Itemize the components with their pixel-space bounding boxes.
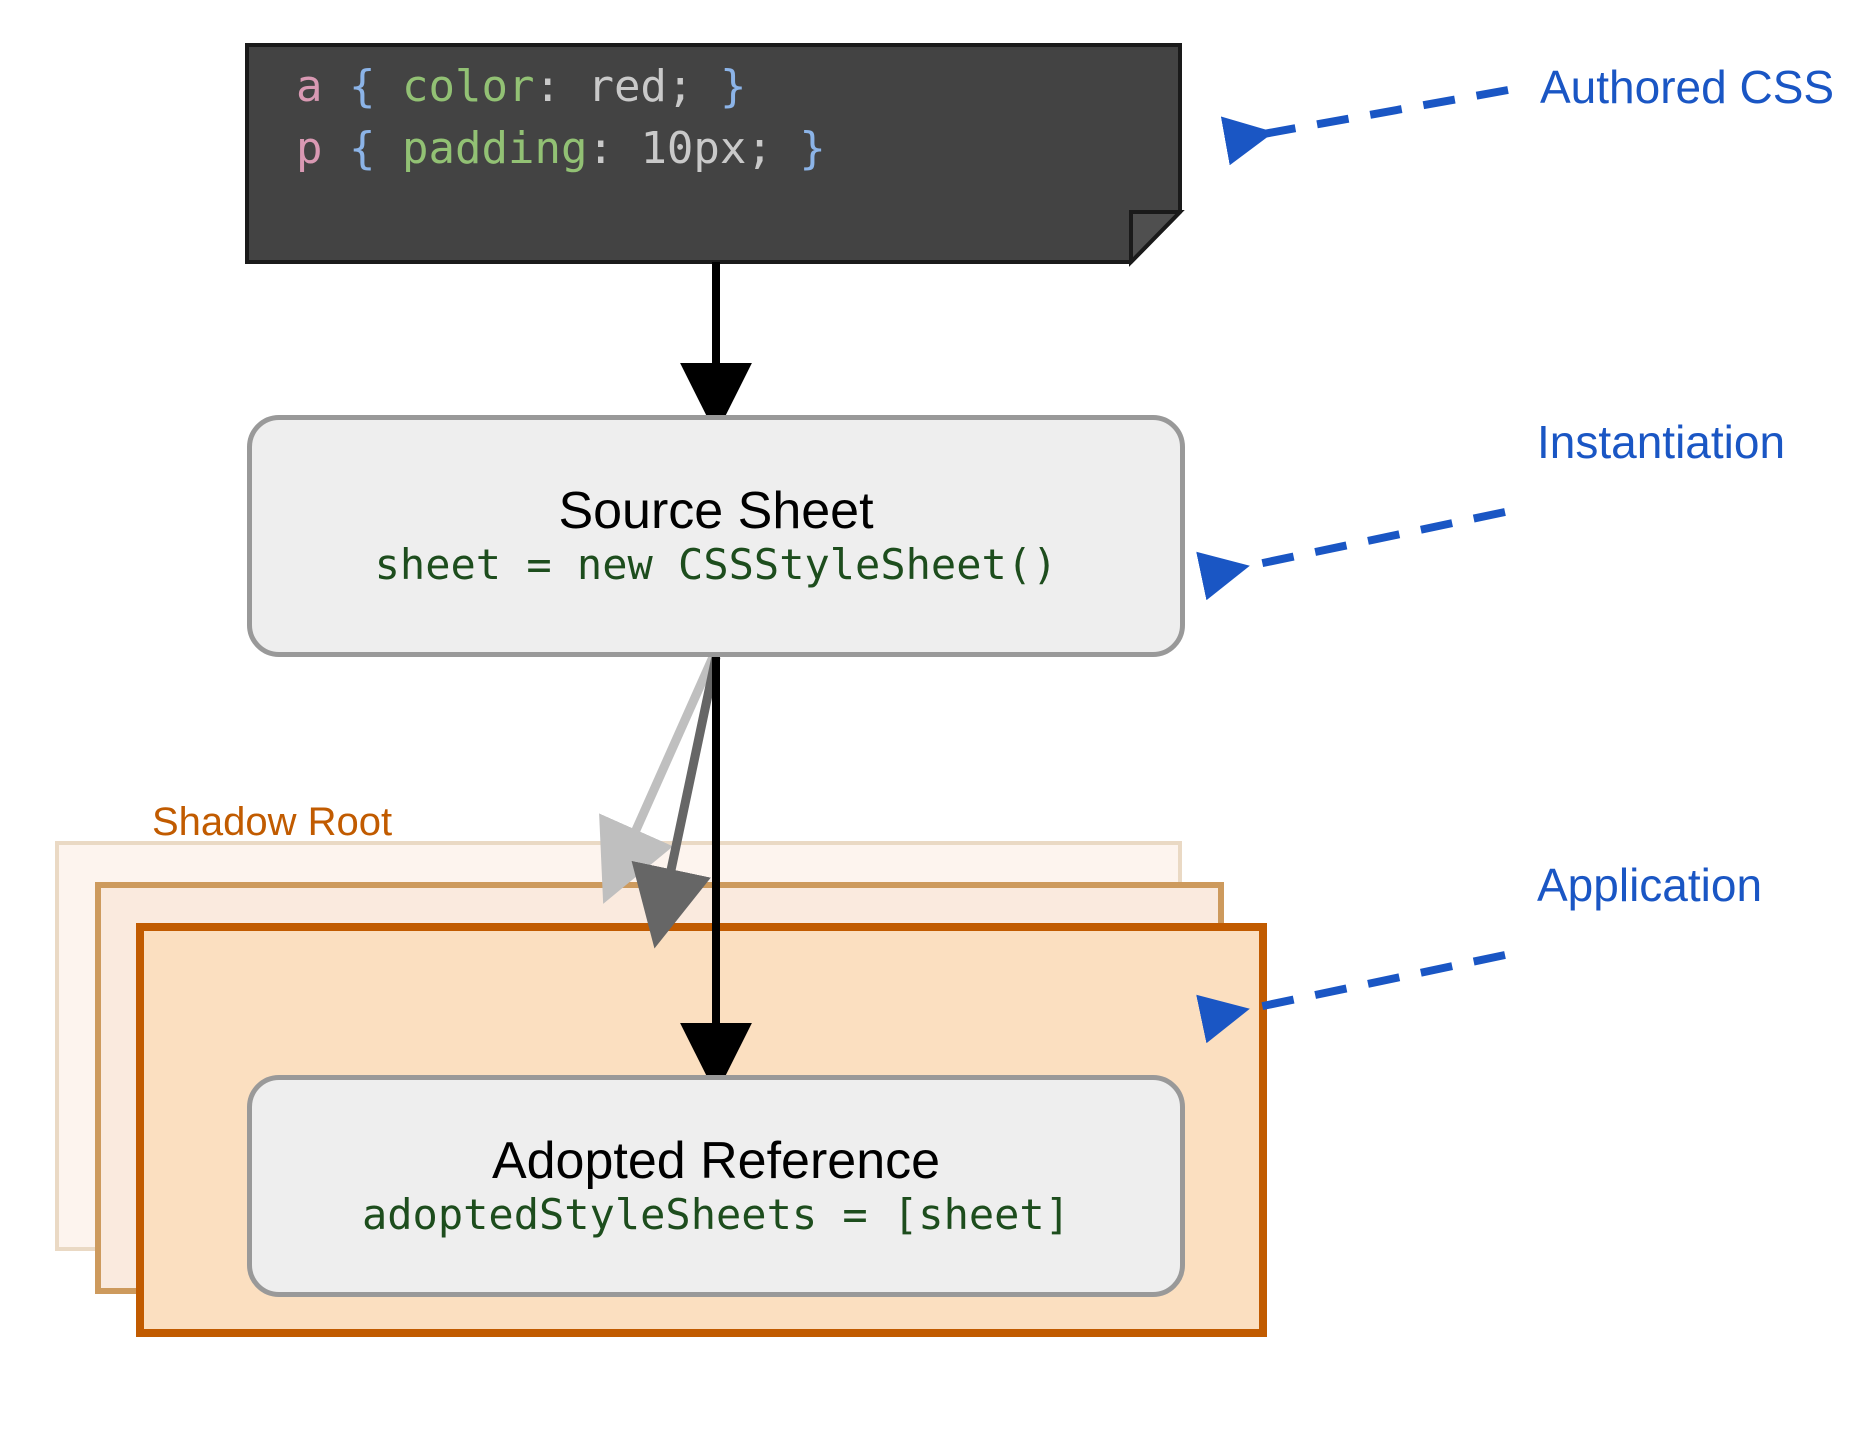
annotation-leader-authored-css: [1220, 86, 1509, 166]
css-open-brace: {: [349, 123, 376, 174]
source-sheet-code: sheet = new CSSStyleSheet(): [374, 540, 1058, 590]
css-property: padding: [402, 123, 588, 174]
css-colon: :: [534, 61, 561, 112]
css-selector: a: [296, 61, 323, 112]
connector-source-to-shadow-back: [599, 655, 718, 904]
css-property: color: [402, 61, 535, 112]
code-block-fold-icon: [1129, 210, 1185, 267]
source-sheet-node: Source Sheet sheet = new CSSStyleSheet(): [247, 415, 1185, 657]
css-open-brace: {: [349, 61, 376, 112]
adopted-reference-title: Adopted Reference: [491, 1131, 941, 1190]
css-selector: p: [296, 123, 323, 174]
css-close-brace: }: [719, 61, 747, 112]
css-colon: :: [587, 123, 614, 174]
connector-source-to-shadow-middle: [631, 656, 721, 949]
annotation-leader-instantiation: [1196, 508, 1506, 601]
css-close-brace: }: [799, 123, 826, 174]
annotation-label-application: Application: [1537, 859, 1763, 911]
annotation-label-authored-css: Authored CSS: [1540, 61, 1835, 113]
css-semicolon: ;: [666, 61, 694, 112]
css-value: red: [587, 61, 667, 112]
adopted-reference-node: Adopted Reference adoptedStyleSheets = […: [247, 1075, 1185, 1297]
authored-css-code: a { color: red; } p { padding: 10px; }: [296, 56, 826, 180]
source-sheet-title: Source Sheet: [558, 481, 874, 540]
css-semicolon: ;: [746, 123, 773, 174]
css-value: 10px: [640, 123, 747, 174]
shadow-root-label: Shadow Root: [152, 800, 393, 844]
adopted-reference-code: adoptedStyleSheets = [sheet]: [361, 1190, 1070, 1240]
annotation-label-instantiation: Instantiation: [1537, 416, 1786, 468]
